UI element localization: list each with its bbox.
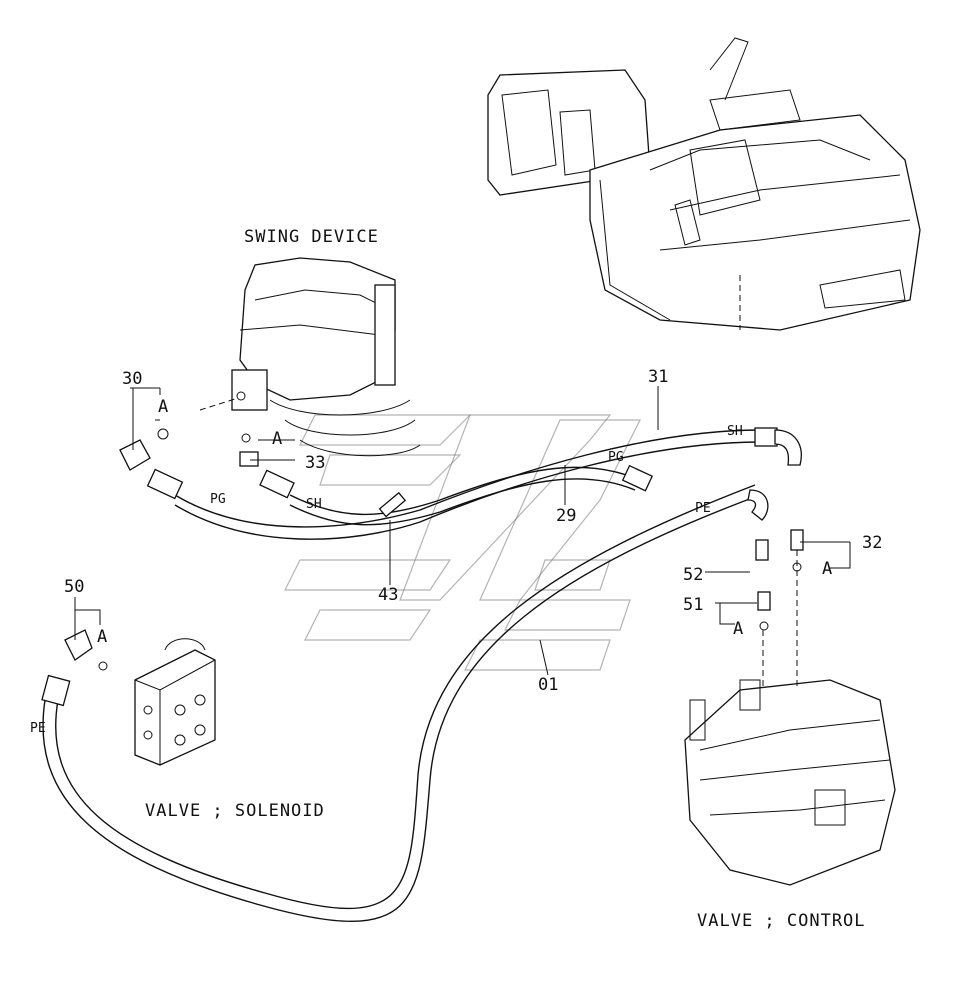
ref-mark-a-32: A bbox=[822, 559, 832, 579]
part-number-29: 29 bbox=[556, 506, 576, 526]
hose-label-sh-right: SH bbox=[727, 424, 743, 439]
control-valve-illustration bbox=[684, 550, 896, 886]
leader-lines bbox=[74, 386, 851, 676]
hose-label-pg-left: PG bbox=[210, 492, 226, 507]
fittings bbox=[41, 427, 804, 707]
ref-mark-a-51: A bbox=[733, 619, 743, 639]
part-number-43: 43 bbox=[378, 585, 398, 605]
part-number-51: 51 bbox=[683, 595, 703, 615]
solenoid-valve-label: VALVE ; SOLENOID bbox=[145, 801, 325, 821]
solenoid-valve-illustration bbox=[134, 638, 216, 766]
hose-label-pg-right: PG bbox=[608, 450, 624, 465]
part-number-31: 31 bbox=[648, 367, 668, 387]
part-number-32: 32 bbox=[862, 533, 882, 553]
swing-device-label: SWING DEVICE bbox=[244, 227, 379, 247]
watermark-logo bbox=[284, 414, 641, 671]
part-number-50: 50 bbox=[64, 577, 84, 597]
ref-mark-a-33: A bbox=[272, 429, 282, 449]
hose-label-pe-right: PE bbox=[695, 501, 711, 516]
hose-label-pe-left: PE bbox=[30, 721, 46, 736]
ref-mark-a-50: A bbox=[97, 627, 107, 647]
excavator-illustration bbox=[487, 37, 921, 331]
part-number-30: 30 bbox=[122, 369, 142, 389]
part-number-33: 33 bbox=[305, 453, 325, 473]
control-valve-label: VALVE ; CONTROL bbox=[697, 911, 866, 931]
part-number-52: 52 bbox=[683, 565, 703, 585]
hose-routing bbox=[42, 429, 761, 922]
hose-label-sh-left: SH bbox=[306, 497, 322, 512]
ref-mark-a-30: A bbox=[158, 397, 168, 417]
part-number-01: 01 bbox=[538, 675, 558, 695]
swing-device-illustration bbox=[199, 257, 421, 457]
